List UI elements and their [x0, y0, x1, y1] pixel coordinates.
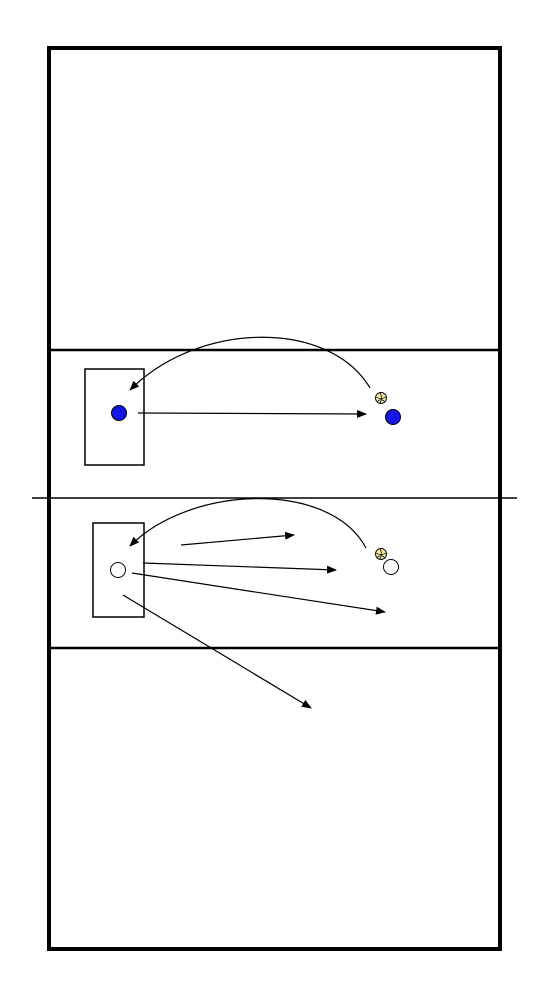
pass-arc-top — [129, 336, 371, 391]
attack-arrow-2 — [142, 562, 337, 574]
target-zone-top — [84, 368, 145, 466]
white-player-setter — [110, 562, 126, 578]
attack-arrow-1 — [180, 531, 295, 546]
blue-player-setter — [111, 405, 127, 421]
attack-arrow-3 — [131, 572, 386, 615]
blue-player-tosser — [385, 409, 401, 425]
white-player-tosser — [383, 559, 399, 575]
target-zone-bottom — [92, 522, 145, 618]
volleyball-icon — [375, 392, 387, 404]
run-arrow-top — [137, 409, 367, 418]
volleyball-icon — [375, 548, 387, 560]
pass-arc-bottom — [129, 498, 367, 549]
attack-arrow-4 — [122, 594, 312, 709]
